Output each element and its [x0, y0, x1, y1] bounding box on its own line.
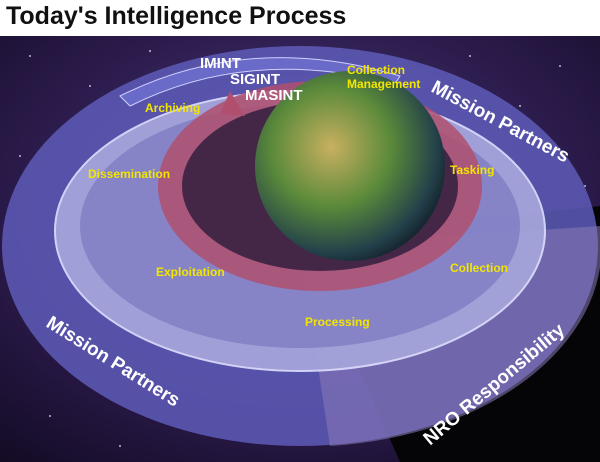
- arrow-outer: [119, 57, 401, 107]
- stage-archiving: Archiving: [145, 101, 200, 115]
- stage-collection-management-1: Collection: [347, 63, 405, 77]
- imint-label: IMINT: [200, 55, 241, 72]
- arrow-inner-head: [220, 91, 245, 116]
- sigint-label: SIGINT: [230, 71, 280, 88]
- stars: [19, 50, 586, 447]
- globe: [255, 71, 445, 261]
- intelligence-cycle-diagram: IMINT SIGINT MASINT Collection Managemen…: [0, 36, 600, 462]
- stage-exploitation: Exploitation: [156, 265, 225, 279]
- stage-processing: Processing: [305, 315, 370, 329]
- stage-tasking: Tasking: [450, 163, 494, 177]
- stage-collection: Collection: [450, 261, 508, 275]
- stage-collection-management-2: Management: [347, 77, 420, 91]
- masint-label: MASINT: [245, 87, 303, 104]
- stage-dissemination: Dissemination: [88, 167, 170, 181]
- diagram-title: Today's Intelligence Process: [6, 2, 347, 30]
